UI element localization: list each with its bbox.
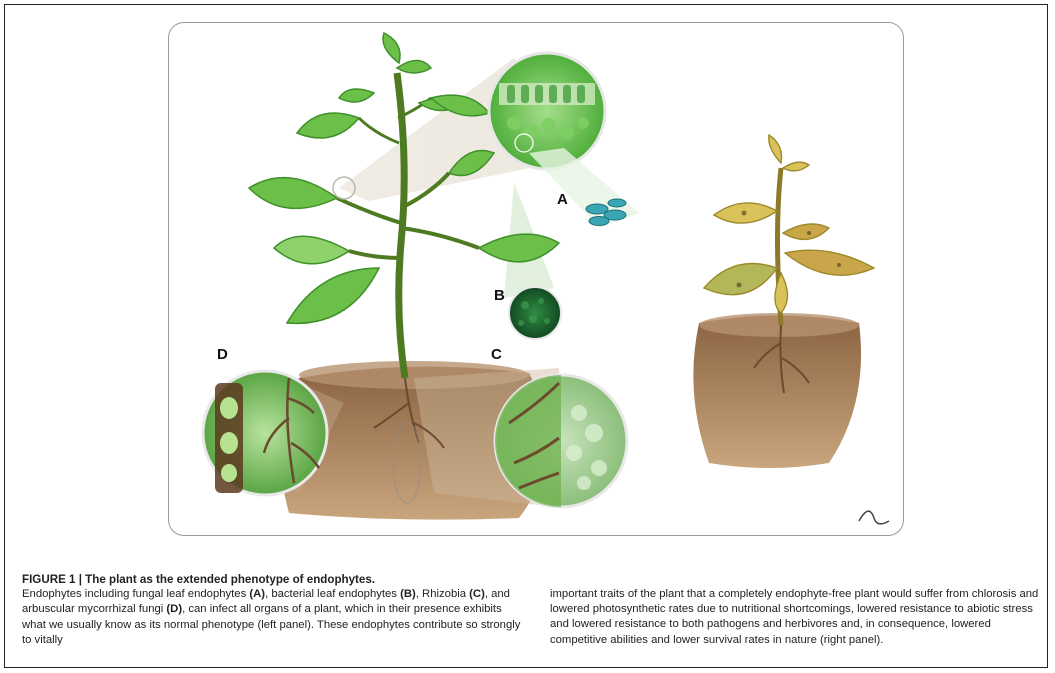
- panel-label-c: C: [491, 346, 502, 363]
- artist-signature: [859, 511, 889, 524]
- circle-b-bacteria: [509, 287, 561, 339]
- caption-right-column: important traits of the plant that a com…: [550, 587, 1040, 648]
- stem-left: [397, 73, 405, 378]
- caption-text: , Rhizobia: [416, 588, 469, 600]
- panel-label-d: D: [217, 346, 228, 363]
- figure-panel: A B C D: [168, 22, 904, 536]
- figure-illustration: [169, 23, 904, 536]
- caption-ref-b: (B): [400, 588, 416, 600]
- panel-label-a: A: [557, 191, 568, 208]
- caption-ref-c: (C): [469, 588, 485, 600]
- leaves-right: [704, 135, 874, 313]
- caption-text: Endophytes including fungal leaf endophy…: [22, 588, 249, 600]
- caption-ref-d: (D): [166, 603, 182, 615]
- caption-left-column: FIGURE 1 | The plant as the extended phe…: [22, 572, 522, 648]
- panel-label-b: B: [494, 287, 505, 304]
- caption-ref-a: (A): [249, 588, 265, 600]
- caption-text: , bacterial leaf endophytes: [265, 588, 400, 600]
- figure-title: FIGURE 1 | The plant as the extended phe…: [22, 572, 522, 587]
- soil-mound-right: [693, 316, 861, 469]
